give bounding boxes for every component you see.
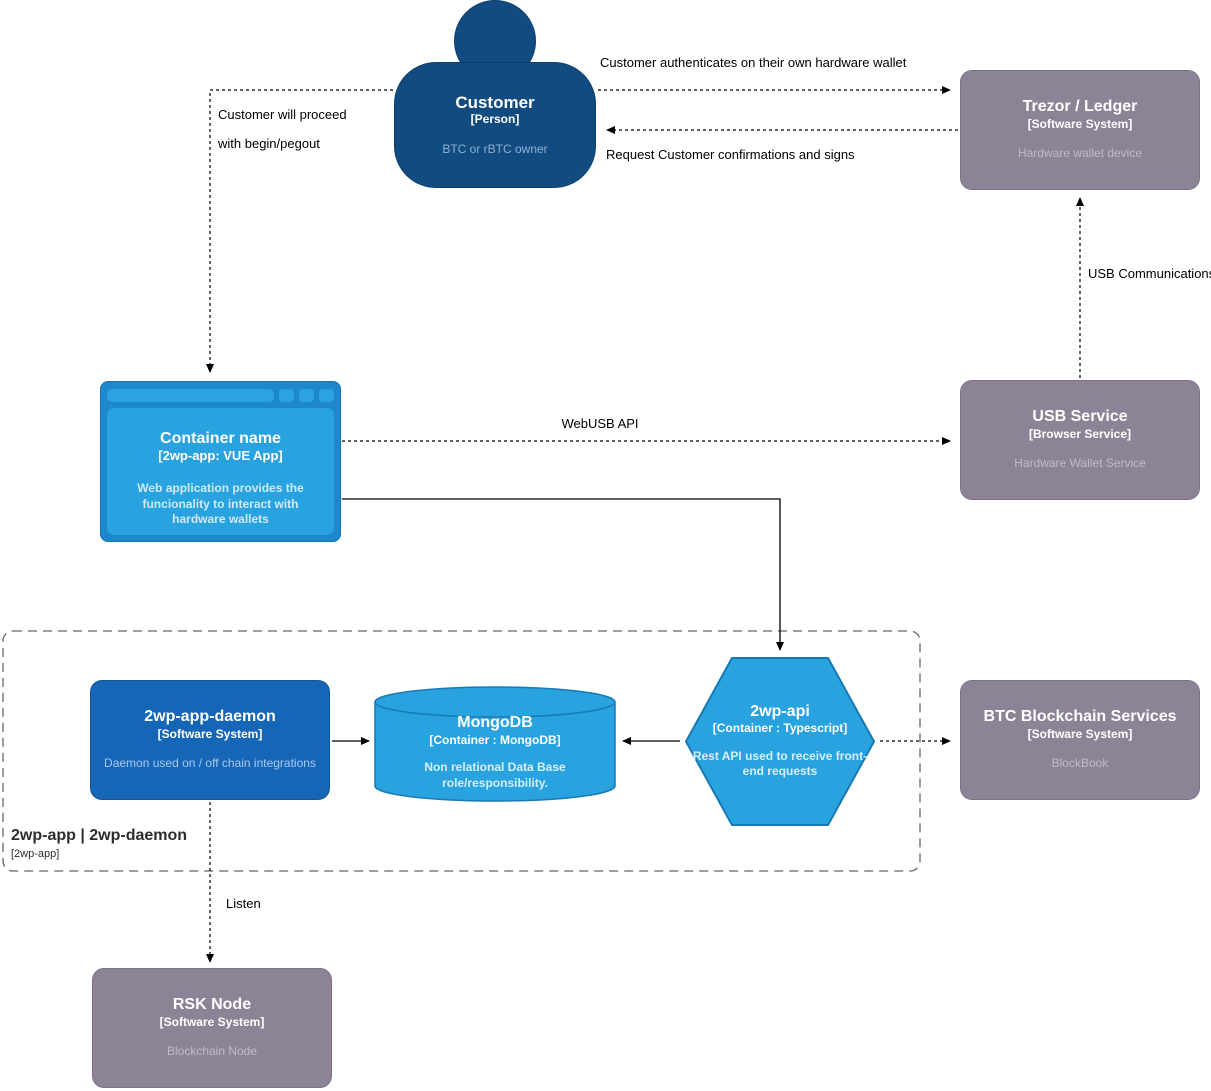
browser-window-button	[319, 389, 334, 402]
node-subtitle: BTC or rBTC owner	[442, 141, 548, 156]
edge-label-listen: Listen	[226, 896, 261, 911]
node-type: [Software System]	[1027, 726, 1133, 741]
browser-window-button	[279, 389, 294, 402]
node-title: 2wp-app-daemon	[144, 708, 276, 726]
node-title: Customer	[455, 92, 535, 112]
node-type: [Software System]	[157, 726, 263, 741]
edge-customer-to-container	[206, 89, 393, 373]
node-title: Container name	[160, 430, 281, 447]
node-type: [Container : Typescript]	[712, 721, 848, 736]
browser-window-button	[299, 389, 314, 402]
browser-chrome	[107, 388, 334, 403]
node-usb-service: USB Service [Browser Service] Hardware W…	[960, 380, 1200, 500]
node-subtitle: Non relational Data Base role/responsibi…	[424, 760, 566, 790]
edge-label-request: Request Customer confirmations and signs	[606, 147, 855, 162]
node-subtitle: Rest API used to receive front-end reque…	[692, 748, 868, 779]
node-subtitle: Hardware wallet device	[1017, 146, 1143, 161]
node-title: BTC Blockchain Services	[983, 708, 1177, 726]
edge-label-proceed-line1: Customer will proceed	[218, 107, 347, 122]
node-type: [Person]	[470, 112, 520, 127]
node-title: 2wp-api	[750, 702, 810, 720]
node-subtitle: Blockchain Node	[166, 1044, 258, 1059]
node-2wp-app-daemon: 2wp-app-daemon [Software System] Daemon …	[90, 680, 330, 800]
node-type: [Container : MongoDB]	[429, 732, 561, 747]
node-type: [Software System]	[1027, 116, 1133, 131]
node-2wp-api: 2wp-api [Container : Typescript] Rest AP…	[682, 655, 878, 828]
browser-address-bar	[107, 389, 274, 402]
boundary-type: [2wp-app]	[11, 848, 60, 860]
node-title: USB Service	[1032, 408, 1128, 426]
node-subtitle: Daemon used on / off chain integrations	[104, 756, 316, 771]
node-subtitle: Hardware Wallet Service	[1014, 456, 1146, 471]
node-subtitle: Web application provides the funcionalit…	[137, 481, 304, 527]
node-rsk-node: RSK Node [Software System] Blockchain No…	[92, 968, 332, 1088]
hexagon-shape	[685, 657, 875, 826]
edge-container-to-api	[342, 498, 784, 651]
boundary-title: 2wp-app | 2wp-daemon	[11, 827, 188, 844]
node-container-name: Container name [2wp-app: VUE App] Web ap…	[100, 381, 341, 542]
node-trezor-ledger: Trezor / Ledger [Software System] Hardwa…	[960, 70, 1200, 190]
edge-label-proceed-line2: with begin/pegout	[218, 136, 320, 151]
browser-panel: Container name [2wp-app: VUE App] Web ap…	[107, 408, 334, 535]
node-title: MongoDB	[457, 714, 533, 732]
node-customer: Customer [Person] BTC or rBTC owner	[394, 62, 596, 188]
edge-label-auth: Customer authenticates on their own hard…	[600, 55, 907, 70]
node-type: [Browser Service]	[1028, 426, 1132, 441]
edge-label-usb-communications: USB Communications	[1088, 266, 1211, 281]
node-mongodb: MongoDB [Container : MongoDB] Non relati…	[374, 686, 616, 802]
node-title: RSK Node	[172, 996, 252, 1014]
node-title: Trezor / Ledger	[1022, 98, 1138, 116]
edge-label-webusb: WebUSB API	[561, 416, 639, 431]
node-type: [Software System]	[159, 1014, 265, 1029]
node-btc-blockchain-services: BTC Blockchain Services [Software System…	[960, 680, 1200, 800]
node-type: [2wp-app: VUE App]	[158, 448, 283, 464]
node-subtitle: BlockBook	[1051, 756, 1109, 771]
